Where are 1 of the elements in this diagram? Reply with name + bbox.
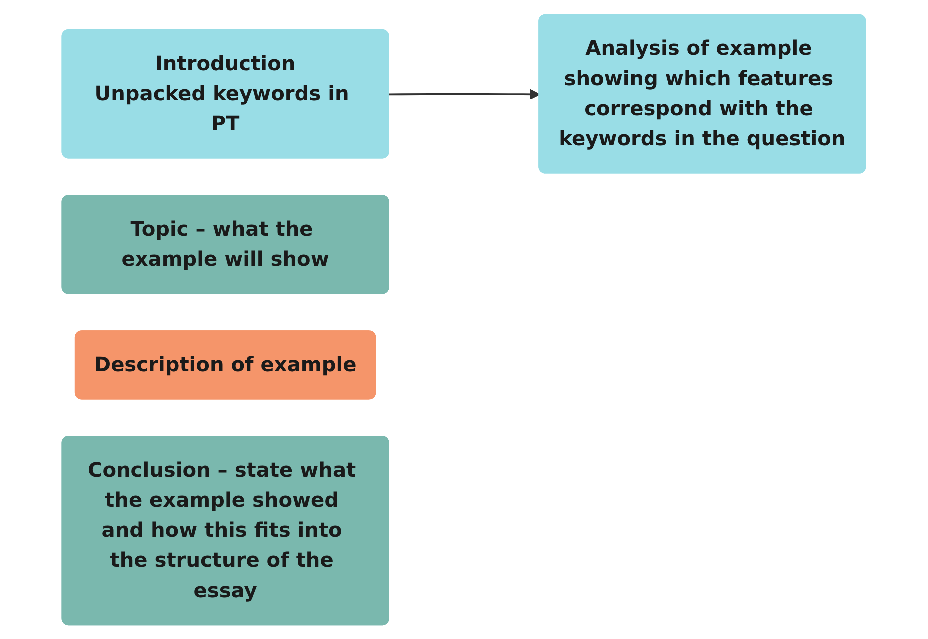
arrow	[389, 88, 540, 100]
